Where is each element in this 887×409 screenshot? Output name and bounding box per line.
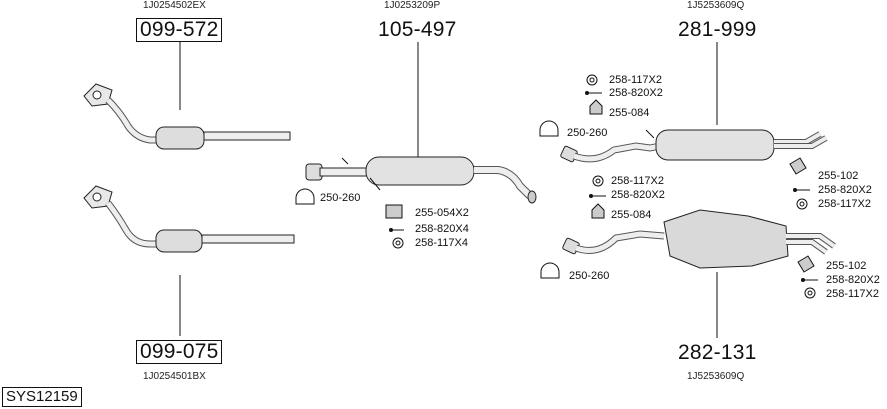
clamp-icon-ru bbox=[539, 120, 559, 137]
tail-washer-icon-rl bbox=[804, 287, 816, 299]
label-rl-screw[interactable]: 258-820X2 bbox=[611, 189, 665, 201]
tail-screw-icon-rl bbox=[801, 278, 818, 282]
oem-number-front-lower: 1J0254501BX bbox=[143, 371, 206, 382]
tail-hanger-icon-ru bbox=[789, 157, 807, 175]
hanger-icon-rl bbox=[591, 203, 605, 219]
label-ru-tail-hanger[interactable]: 255-102 bbox=[818, 170, 859, 182]
washer-icon-rl bbox=[592, 175, 604, 187]
hanger-icon-ru bbox=[589, 99, 603, 115]
label-ru-screw[interactable]: 258-820X2 bbox=[609, 87, 663, 99]
label-rl-tail-washer[interactable]: 258-117X2 bbox=[826, 288, 880, 300]
oem-number-front-upper: 1J0254502EX bbox=[143, 0, 206, 11]
label-rl-hanger[interactable]: 255-084 bbox=[611, 209, 652, 221]
system-code-box: SYS12159 bbox=[2, 387, 82, 407]
tail-screw-icon-ru bbox=[793, 188, 810, 192]
front-upper-pipe-drawing bbox=[83, 83, 291, 150]
label-ru-washer[interactable]: 258-117X2 bbox=[609, 74, 663, 86]
label-mid-washer[interactable]: 258-117X4 bbox=[415, 237, 469, 249]
rear-upper-silencer-drawing bbox=[560, 129, 828, 163]
label-mid-clamp[interactable]: 250-260 bbox=[320, 192, 361, 204]
middle-silencer-drawing bbox=[305, 156, 537, 204]
clamp-icon-rl bbox=[540, 262, 560, 279]
tail-washer-icon-ru bbox=[796, 198, 808, 210]
oem-number-rear-upper: 1J5253609Q bbox=[687, 0, 745, 11]
part-number-front-lower[interactable]: 099-075 bbox=[136, 340, 223, 364]
tail-hanger-icon-rl bbox=[797, 255, 815, 273]
part-number-rear-lower[interactable]: 282-131 bbox=[678, 341, 757, 364]
screw-icon-ru bbox=[585, 91, 602, 95]
front-lower-pipe-drawing bbox=[83, 185, 295, 253]
label-rl-clamp[interactable]: 250-260 bbox=[569, 270, 610, 282]
screw-icon-rl bbox=[589, 194, 606, 198]
clamp-icon-mid bbox=[295, 188, 315, 205]
part-number-front-upper[interactable]: 099-572 bbox=[136, 18, 223, 42]
part-number-middle[interactable]: 105-497 bbox=[378, 18, 457, 41]
rear-lower-silencer-drawing bbox=[562, 209, 836, 269]
washer-icon-ru bbox=[586, 74, 598, 86]
label-rl-tail-screw[interactable]: 258-820X2 bbox=[826, 274, 880, 286]
oem-number-rear-lower: 1J5253609Q bbox=[687, 371, 745, 382]
washer-icon-mid bbox=[392, 237, 404, 249]
label-mid-screw[interactable]: 258-820X4 bbox=[415, 223, 469, 235]
oem-number-middle: 1J0253209P bbox=[384, 0, 441, 11]
hanger-icon-mid bbox=[385, 204, 403, 219]
label-ru-tail-screw[interactable]: 258-820X2 bbox=[818, 184, 872, 196]
label-mid-hanger[interactable]: 255-054X2 bbox=[415, 207, 469, 219]
part-number-rear-upper[interactable]: 281-999 bbox=[678, 18, 757, 41]
label-rl-tail-hanger[interactable]: 255-102 bbox=[826, 260, 867, 272]
label-rl-washer[interactable]: 258-117X2 bbox=[611, 175, 665, 187]
label-ru-hanger[interactable]: 255-084 bbox=[609, 107, 650, 119]
label-ru-clamp[interactable]: 250-260 bbox=[567, 127, 608, 139]
screw-icon-mid bbox=[389, 228, 404, 232]
label-ru-tail-washer[interactable]: 258-117X2 bbox=[818, 198, 872, 210]
